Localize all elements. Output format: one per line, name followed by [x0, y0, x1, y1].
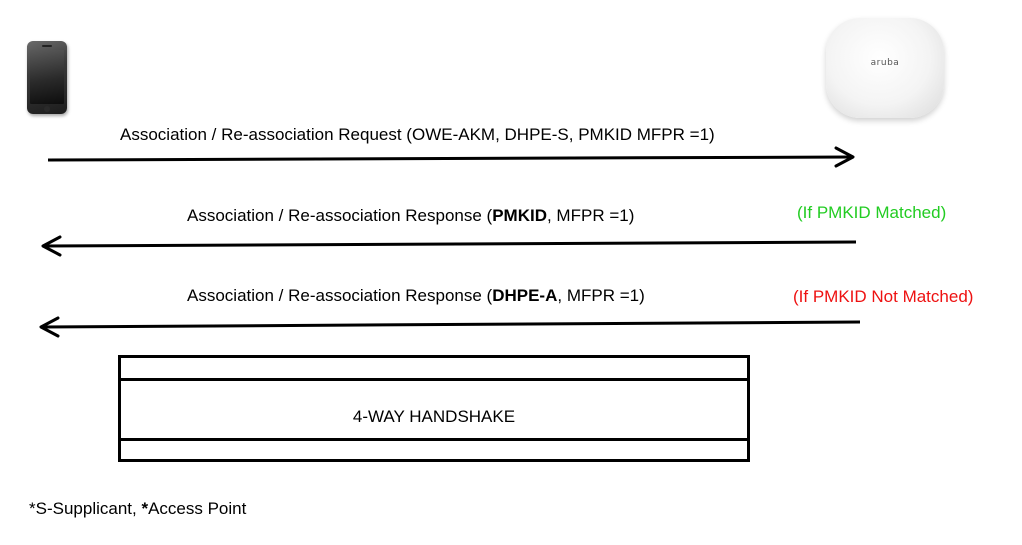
pmkid-response-label: Association / Re-association Response (P…: [187, 206, 634, 226]
dhpe-response-prefix: Association / Re-association Response (: [187, 286, 493, 305]
phone-home-button: [44, 106, 50, 112]
footnote-suffix: Access Point: [148, 499, 247, 518]
dhpe-response-label: Association / Re-association Response (D…: [187, 286, 645, 306]
handshake-box: 4-WAY HANDSHAKE: [118, 355, 750, 462]
request-arrow: [47, 146, 855, 168]
pmkid-response-suffix: , MFPR =1): [546, 206, 635, 225]
pmkid-not-matched-note: (If PMKID Not Matched): [793, 287, 974, 306]
pmkid-response-prefix: Association / Re-association Response (: [187, 206, 493, 225]
dhpe-response-suffix: , MFPR =1): [557, 286, 645, 305]
request-label: Association / Re-association Request (OW…: [120, 125, 715, 144]
dhpe-response-bold: DHPE-A: [492, 286, 558, 305]
footnote-prefix: *S-Supplicant,: [29, 499, 142, 518]
footnote: *S-Supplicant, *Access Point: [29, 499, 246, 519]
footnote-asterisk: *: [141, 499, 149, 518]
pmkid-response-bold: PMKID: [492, 206, 547, 225]
access-point-icon: aruba: [826, 18, 944, 118]
phone-speaker: [42, 45, 52, 47]
handshake-top-divider: [121, 378, 747, 381]
phone-screen: [30, 50, 64, 104]
smartphone-icon: [27, 41, 67, 114]
handshake-bottom-divider: [121, 438, 747, 441]
handshake-label: 4-WAY HANDSHAKE: [352, 407, 516, 426]
dhpe-response-arrow: [39, 316, 861, 338]
pmkid-response-arrow: [41, 235, 857, 257]
ap-logo: aruba: [870, 58, 900, 68]
pmkid-matched-note: (If PMKID Matched): [797, 203, 947, 222]
